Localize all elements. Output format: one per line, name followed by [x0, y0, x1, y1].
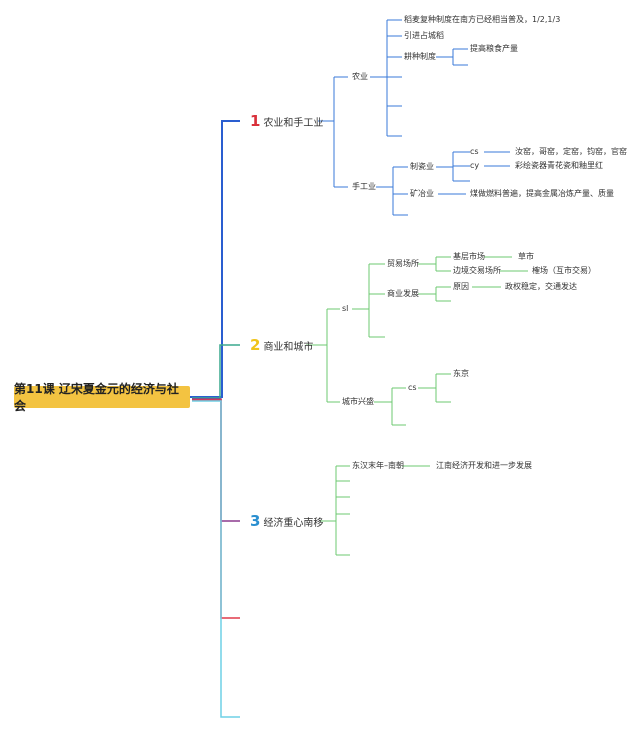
- branch-2-connector: [192, 344, 240, 399]
- period-node[interactable]: 东汉末年–南朝: [352, 461, 404, 470]
- branch-3-connector: [192, 398, 240, 522]
- development-reason[interactable]: 原因: [453, 282, 469, 291]
- mining-node[interactable]: 矿冶业: [410, 189, 434, 198]
- trade-places-node[interactable]: 贸易场所: [387, 259, 419, 268]
- branch-3-number: 3: [250, 512, 261, 530]
- city-node[interactable]: 城市兴盛: [342, 397, 374, 406]
- branch-4-connector: [192, 399, 240, 619]
- porcelain-text-1[interactable]: 汝窑，哥窑，定窑，钧窑，官窑: [515, 147, 627, 156]
- trade-place-2-detail[interactable]: 榷场（互市交易）: [532, 266, 596, 275]
- trade-place-1-detail[interactable]: 草市: [518, 252, 534, 261]
- branch-3-label: 经济重心南移: [263, 518, 324, 529]
- commerce-node[interactable]: sl: [342, 304, 349, 313]
- city-item[interactable]: 东京: [453, 369, 469, 378]
- result-node[interactable]: 江南经济开发和进一步发展: [436, 461, 532, 470]
- agriculture-node[interactable]: 农业: [352, 72, 368, 81]
- porcelain-tag-2[interactable]: cy: [470, 161, 480, 170]
- branch-3-topic[interactable]: 3 经济重心南移: [250, 513, 323, 532]
- city-tag[interactable]: cs: [408, 383, 417, 392]
- trade-place-2[interactable]: 边境交易场所: [453, 266, 501, 275]
- commerce-development-node[interactable]: 商业发展: [387, 289, 419, 298]
- porcelain-node[interactable]: 制瓷业: [410, 162, 434, 171]
- handicraft-node[interactable]: 手工业: [352, 182, 376, 191]
- branch-1-topic[interactable]: 1 农业和手工业: [250, 113, 323, 132]
- branch-2-label: 商业和城市: [263, 342, 314, 353]
- branch-1-connector: [190, 120, 240, 398]
- root-topic[interactable]: 第11课 辽宋夏金元的经济与社会: [14, 382, 190, 413]
- branch-2-topic[interactable]: 2 商业和城市: [250, 337, 313, 356]
- agriculture-item-1[interactable]: 稻麦复种制度在南方已经相当普及，1/2,1/3: [404, 15, 561, 24]
- branch-1-number: 1: [250, 112, 261, 130]
- branch-1-label: 农业和手工业: [263, 118, 324, 129]
- development-reason-detail[interactable]: 政权稳定，交通发达: [505, 282, 577, 291]
- agriculture-subitem[interactable]: 提高粮食产量: [470, 44, 518, 53]
- agriculture-item-3[interactable]: 耕种制度: [404, 52, 436, 61]
- mining-text[interactable]: 煤做燃料普遍，提高金属冶炼产量、质量: [470, 189, 614, 198]
- branch-2-number: 2: [250, 336, 261, 354]
- agriculture-item-2[interactable]: 引进占城稻: [404, 31, 444, 40]
- trade-place-1[interactable]: 基层市场: [453, 252, 485, 261]
- branch-5-connector: [192, 400, 240, 718]
- porcelain-tag-1[interactable]: cs: [470, 147, 479, 156]
- porcelain-text-2[interactable]: 彩绘瓷器青花瓷和釉里红: [515, 161, 603, 170]
